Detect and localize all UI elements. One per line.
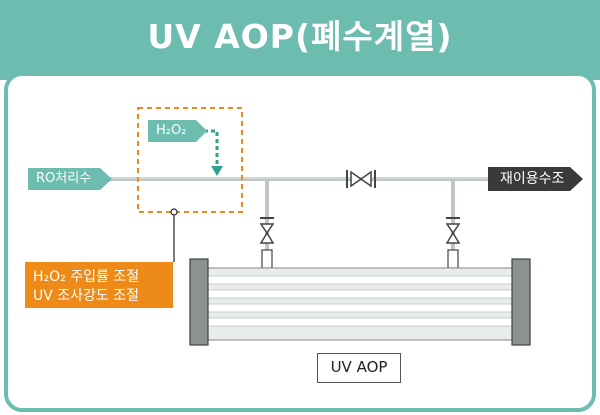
uv-reactor (189, 258, 531, 346)
control-note: H₂O₂ 주입률 조절 UV 조사강도 조절 (25, 262, 173, 308)
ro-source-tag: RO처리수 (28, 168, 100, 190)
diagram-panel (4, 72, 596, 412)
reuse-tag-arrow (570, 167, 583, 191)
uv-lamp-icon (206, 303, 514, 313)
control-note-line1: H₂O₂ 주입률 조절 (33, 269, 140, 285)
reactor-right-cap (511, 258, 531, 346)
main-line-valve-icon (346, 170, 376, 188)
left-riser-valve-icon (259, 217, 275, 244)
h2o2-tag: H₂O₂ (148, 120, 196, 142)
left-riser-flange (261, 249, 273, 269)
right-riser-valve-icon (445, 217, 461, 244)
uv-lamp-icon (206, 289, 514, 299)
ro-tag-arrow (100, 168, 112, 190)
reuse-tank-tag: 재이용수조 (488, 167, 570, 191)
reactor-left-cap (189, 258, 209, 346)
control-note-line2: UV 조사강도 조절 (33, 288, 140, 304)
uv-lamp-icon (206, 275, 514, 285)
header-band (0, 0, 600, 80)
diagram-title: UV AOP(폐수계열) (147, 17, 453, 56)
reactor-label: UV AOP (317, 353, 401, 383)
note-leader-dot (170, 208, 178, 216)
right-riser-flange (447, 249, 459, 269)
uv-lamp-icon (206, 317, 514, 327)
h2o2-arrow-head (211, 166, 223, 176)
injection-zone-box (137, 107, 243, 213)
h2o2-dosing-line (204, 129, 219, 168)
h2o2-tag-arrow (196, 120, 207, 142)
